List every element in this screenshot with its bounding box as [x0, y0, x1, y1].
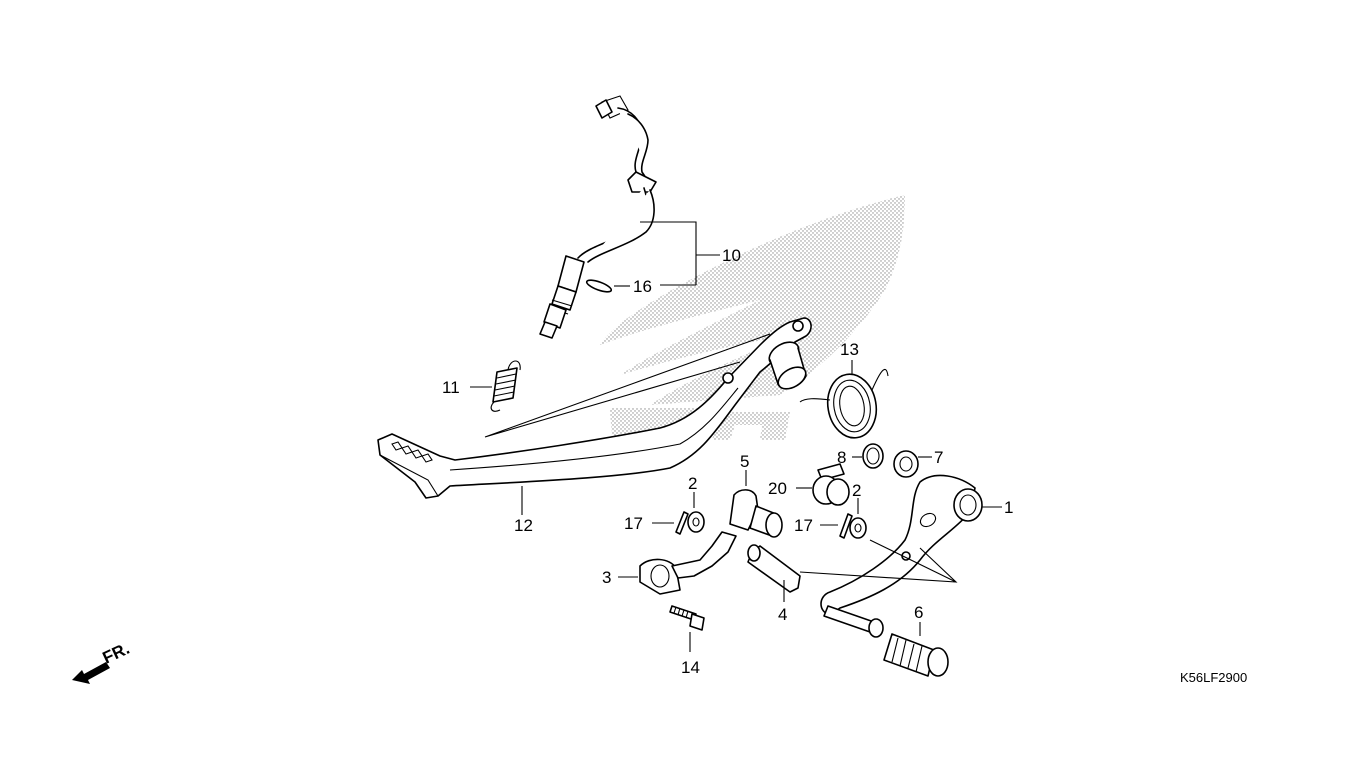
callout-label: 10: [722, 246, 741, 265]
spring-11: 11: [442, 360, 521, 412]
diagram-code: K56LF2900: [1180, 670, 1247, 685]
callout-label: 2: [688, 474, 697, 493]
callout-label: 12: [514, 516, 533, 535]
callout-label: 11: [442, 378, 460, 397]
callout-label: 20: [768, 479, 787, 498]
cotter-pin-17-right: 17: [794, 513, 853, 539]
brake-pedal-12: [377, 317, 812, 499]
brake-pivot-sleeve: [768, 341, 807, 390]
joint-5: 5: [729, 452, 783, 538]
rod-4: 4: [747, 544, 801, 624]
callout-label: 16: [633, 277, 652, 296]
cotter-pin-17-left: 17: [624, 511, 689, 535]
washer-2-right: 2: [849, 481, 867, 539]
watermark-wing: [600, 195, 905, 440]
callout-label: 8: [837, 448, 846, 467]
callout-label: 2: [852, 481, 861, 500]
front-direction-arrow: FR.: [72, 639, 133, 684]
bracket-3: 3: [602, 531, 737, 595]
callout-label: 1: [1004, 498, 1013, 517]
bolt-14: 14: [669, 605, 705, 677]
gearshift-pedal-1: 1: [820, 474, 1013, 638]
clip-16: 16: [585, 277, 652, 296]
callout-label: 6: [914, 603, 923, 622]
callout-label: 3: [602, 568, 611, 587]
pedal-rubber-6: 6: [883, 603, 949, 677]
dust-seal-20: 20: [768, 463, 850, 506]
callout-label: 5: [740, 452, 749, 471]
washer-2-left: 2: [687, 474, 705, 533]
callout-10: 10: [640, 221, 741, 286]
callout-label: 7: [934, 448, 943, 467]
brake-switch-cable: [539, 95, 657, 339]
leader-1: [799, 539, 958, 583]
callout-12: 12: [484, 333, 771, 535]
callout-label: 17: [794, 516, 813, 535]
callout-label: 17: [624, 514, 643, 533]
callout-label: 14: [681, 658, 700, 677]
return-spring-13: 13: [799, 340, 889, 439]
callout-label: 4: [778, 605, 787, 624]
washer-7: 7: [893, 448, 943, 478]
callout-label: 13: [840, 340, 859, 359]
circlip-8: 8: [837, 443, 884, 469]
